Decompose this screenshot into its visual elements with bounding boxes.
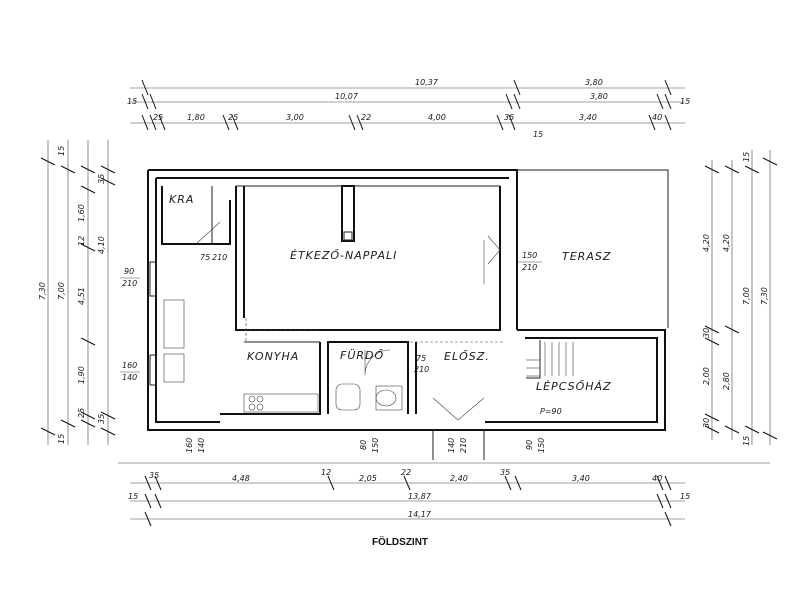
top-dim-row1-b: 3,80 — [585, 78, 603, 87]
win-left-top-width: 90 — [124, 267, 134, 276]
right-dim-b-1: 2,80 — [722, 372, 731, 390]
right-dim-a-1: 30 — [702, 328, 711, 338]
win-bottom-2-height: 150 — [371, 438, 380, 453]
room-label-etkezo-nappali: ÉTKEZŐ-NAPPALI — [290, 248, 397, 262]
walls — [147, 169, 669, 460]
right-dim-b-0: 4,20 — [722, 234, 731, 252]
top-dim-row2-c: 3,80 — [590, 92, 608, 101]
door-entry-height: 210 — [459, 438, 468, 453]
win-left-top-height: 210 — [122, 279, 137, 288]
room-label-kra: KRA — [169, 193, 194, 206]
win-terasz-width: 150 — [522, 251, 537, 260]
room-label-lepcsohaz: LÉPCSŐHÁZ — [536, 379, 612, 393]
right-dim-d: 7,30 — [760, 287, 769, 305]
top-dim-row2-b: 10,07 — [335, 92, 359, 101]
top-dim-row3-e: 22 — [361, 113, 371, 122]
left-dim-chain-b-3: 15 — [57, 434, 66, 444]
door-elosz-height: 210 — [414, 365, 429, 374]
top-dim-row3-c: 25 — [228, 113, 238, 122]
door-kra-height: 210 — [212, 253, 227, 262]
right-dim-a-2: 2,00 — [702, 367, 711, 385]
door-kra-width: 75 — [200, 253, 210, 262]
win-bottom-1-width: 160 — [185, 438, 194, 453]
win-left-bot-height: 140 — [122, 373, 137, 382]
left-dim-mid: 7,00 — [57, 282, 66, 300]
opening-annotations: 75 210 90 210 160 140 150 210 75 210 160… — [120, 251, 546, 453]
left-dim-inner: 4,51 — [77, 287, 86, 305]
door-elosz-width: 75 — [416, 354, 426, 363]
win-left-bot-width: 160 — [122, 361, 137, 370]
win-bottom-1-height: 140 — [197, 438, 206, 453]
bottom-dim-row1-e: 22 — [401, 468, 411, 477]
win-bottom-2-width: 80 — [359, 440, 368, 450]
bottom-dim-row1-i: 40 — [652, 474, 662, 483]
win-bottom-3-width: 90 — [525, 440, 534, 450]
right-dim-bottom: 15 — [742, 436, 751, 446]
top-dim-row3-d: 3,00 — [286, 113, 304, 122]
bottom-dim-row2-b: 13,87 — [408, 492, 432, 501]
top-dim-row3-a: 25 — [153, 113, 163, 122]
top-dim-row2-d: 15 — [680, 97, 690, 106]
room-label-furdo: FÜRDŐ — [340, 348, 384, 362]
left-dim-chain-a-2: 12 — [77, 236, 86, 246]
win-terasz-height: 210 — [522, 263, 537, 272]
top-dim-row3-b: 1,80 — [187, 113, 205, 122]
room-label-elosz: ELŐSZ. — [444, 349, 490, 363]
top-dim-row3-i: 40 — [652, 113, 662, 122]
right-dimensions: 4,20 30 2,00 30 4,20 2,80 7,00 7,30 15 1… — [702, 150, 778, 446]
right-dim-a-0: 4,20 — [702, 234, 711, 252]
right-dim-a-3: 30 — [702, 418, 711, 428]
left-dim-chain-a-1: 1,60 — [77, 204, 86, 222]
left-dim-chain-b-2: 35 — [97, 414, 106, 424]
door-entry-width: 140 — [447, 438, 456, 453]
bottom-dim-row1-b: 4,48 — [232, 474, 250, 483]
bottom-dim-row2-c: 15 — [680, 492, 690, 501]
top-dim-row3-h: 3,40 — [579, 113, 597, 122]
bottom-dim-row1-g: 35 — [500, 468, 510, 477]
drawing-title: FÖLDSZINT — [371, 537, 429, 548]
bottom-dimensions: 35 4,48 12 2,05 22 2,40 35 3,40 40 15 13… — [118, 462, 770, 527]
room-label-konyha: KONYHA — [247, 350, 299, 363]
left-dim-chain-b-1: 4,10 — [97, 236, 106, 254]
top-dim-row3-f: 4,00 — [428, 113, 446, 122]
top-dim-row1-a: 10,37 — [415, 78, 439, 87]
room-label-terasz: TERASZ — [562, 250, 611, 263]
top-dimensions: 10,37 3,80 15 10,07 3,80 15 25 1,80 25 3… — [127, 78, 690, 139]
left-dim-outer: 7,30 — [38, 282, 47, 300]
bottom-dim-row1-d: 2,05 — [359, 474, 377, 483]
left-dim-chain-a-3: 1,90 — [77, 366, 86, 384]
bottom-dim-row1-a: 35 — [149, 471, 159, 480]
left-dim-chain-b-0: 35 — [97, 174, 106, 184]
right-dim-top: 15 — [742, 152, 751, 162]
top-dim-row3-g: 35 — [504, 113, 514, 122]
win-bottom-3-height: 150 — [537, 438, 546, 453]
stair-note: P=90 — [540, 407, 562, 416]
left-dim-chain-a-4: 25 — [77, 408, 86, 418]
bottom-dim-row1-c: 12 — [321, 468, 331, 477]
bottom-dim-row1-h: 3,40 — [572, 474, 590, 483]
left-dim-chain-a-0: 15 — [57, 146, 66, 156]
bottom-dim-row3: 14,17 — [408, 510, 432, 519]
bottom-dim-row2-a: 15 — [128, 492, 138, 501]
left-dimensions: 7,30 7,00 4,51 15 1,60 12 1,90 25 35 4,1… — [38, 140, 116, 445]
right-dim-c: 7,00 — [742, 287, 751, 305]
top-dim-row2-a: 15 — [127, 97, 137, 106]
bottom-dim-row1-f: 2,40 — [450, 474, 468, 483]
top-dim-row3-sub: 15 — [533, 130, 543, 139]
